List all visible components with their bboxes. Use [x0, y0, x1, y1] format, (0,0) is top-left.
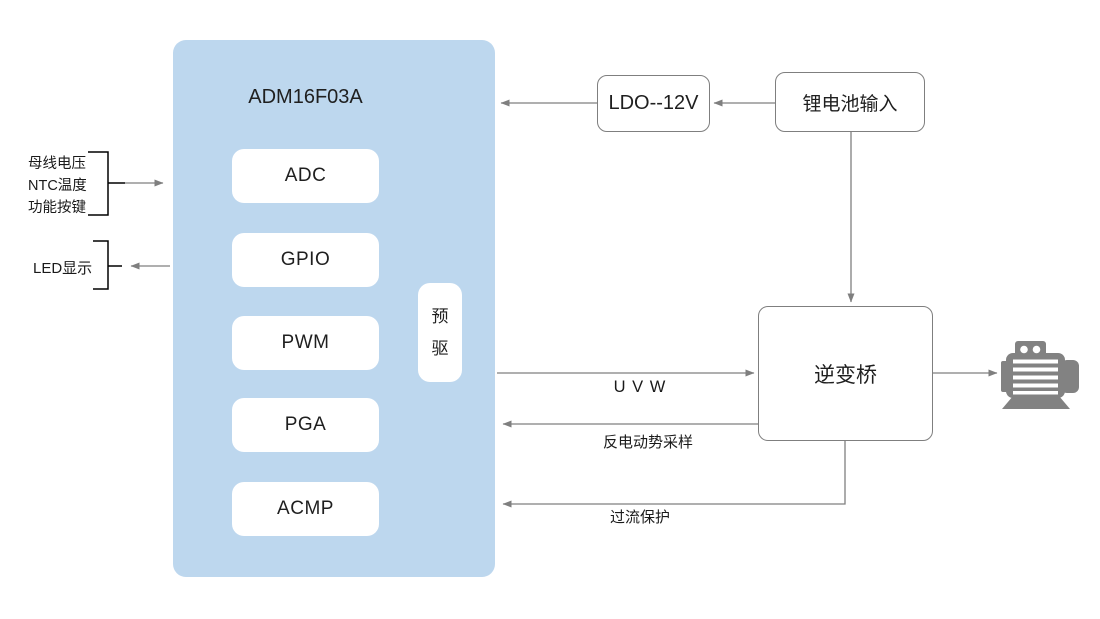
inverter-box: 逆变桥 [758, 306, 933, 441]
analog-input-labels: 母线电压 NTC温度 功能按键 [28, 153, 87, 219]
mcu-title: ADM16F03A [248, 86, 363, 108]
module-box-acmp: ACMP [232, 482, 379, 536]
bus-voltage-label: 母线电压 [28, 156, 86, 172]
bemf-wire-label: 反电动势采样 [602, 434, 693, 451]
overcurrent-wire-label: 过流保护 [609, 509, 670, 526]
predriver-label: 预驱 [431, 307, 449, 358]
battery-box: 锂电池输入 [775, 72, 925, 132]
ntc-temp-label: NTC温度 [28, 178, 87, 194]
module-box-pga: PGA [232, 398, 379, 452]
module-box-adc: ADC [232, 149, 379, 203]
input-bracket [88, 151, 125, 216]
led-display-label: LED显示 [33, 260, 93, 277]
ldo-box: LDO--12V [597, 75, 710, 132]
module-box-predriver: 预驱 [418, 283, 462, 382]
function-key-label: 功能按键 [28, 200, 86, 216]
led-bracket [93, 240, 122, 290]
module-box-pwm: PWM [232, 316, 379, 370]
uvw-wire-label: U V W [613, 378, 667, 396]
module-box-gpio: GPIO [232, 233, 379, 287]
motor-icon [1001, 341, 1079, 409]
